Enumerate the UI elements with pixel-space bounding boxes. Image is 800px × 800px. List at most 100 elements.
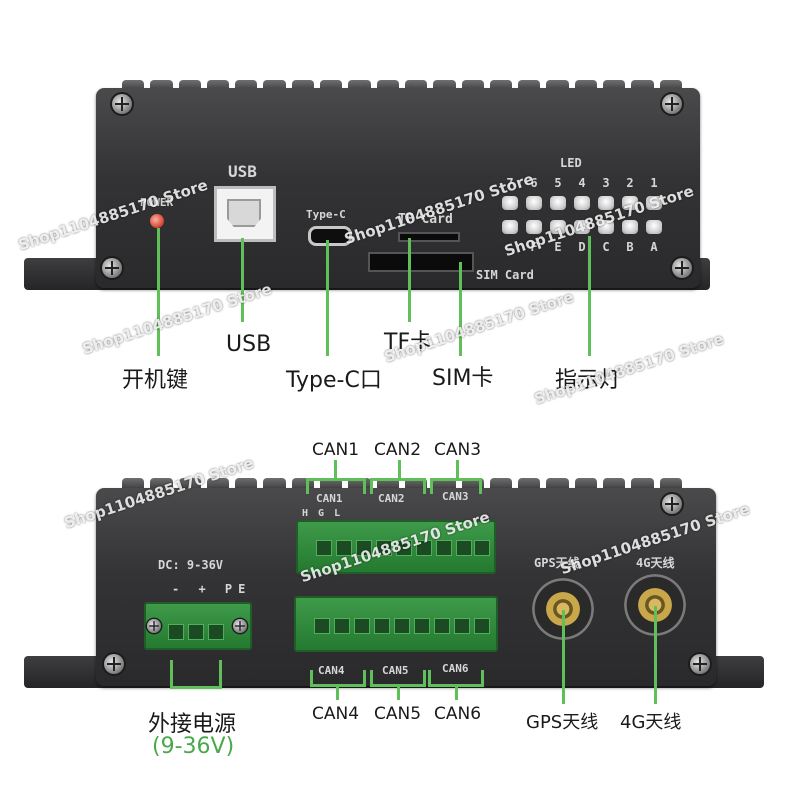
label-can4: CAN4 <box>312 704 360 724</box>
label-can1: CAN1 <box>312 440 360 460</box>
bracket-can5 <box>370 670 373 686</box>
screw-icon <box>662 94 682 114</box>
typec-silk: Type-C <box>306 208 346 221</box>
led-letter: F <box>530 240 538 254</box>
dc-power-terminal[interactable] <box>144 602 252 650</box>
led-indicator <box>622 220 638 234</box>
bracket-can4 <box>336 686 339 700</box>
bracket-can3 <box>430 478 433 494</box>
bracket-can2 <box>423 478 426 494</box>
bracket-can1 <box>363 478 366 494</box>
led-number: 3 <box>602 176 610 190</box>
led-letter: B <box>626 240 634 254</box>
tf-card-slot[interactable] <box>398 232 460 242</box>
screw-icon <box>672 258 692 278</box>
bracket-can2 <box>398 460 401 478</box>
power-button[interactable] <box>150 214 164 228</box>
bracket-can3 <box>430 478 482 481</box>
label-sim: SIM卡 <box>432 366 494 391</box>
led-number: 2 <box>626 176 634 190</box>
led-indicator <box>526 196 542 210</box>
led-indicator <box>598 220 614 234</box>
usb-silk: USB <box>228 162 257 181</box>
led-number-row: 7 6 5 4 3 2 1 <box>502 176 662 190</box>
led-letter: A <box>650 240 658 254</box>
leader-line <box>459 262 462 356</box>
label-led: 指示灯 <box>555 368 622 393</box>
bracket-can1 <box>334 460 337 478</box>
bracket-can1 <box>306 478 309 494</box>
sim-card-slot[interactable] <box>368 252 474 272</box>
bracket-can6 <box>428 684 484 687</box>
label-tf: TF卡 <box>384 330 433 355</box>
label-power-key: 开机键 <box>122 368 189 393</box>
bracket-can4 <box>310 670 313 686</box>
bracket-can4 <box>310 684 366 687</box>
bracket-power <box>170 660 173 688</box>
label-usb: USB <box>226 332 272 357</box>
can-terminal-top[interactable] <box>296 520 496 574</box>
led-letter: E <box>554 240 562 254</box>
led-indicator <box>574 196 590 210</box>
led-number: 4 <box>578 176 586 190</box>
bracket-can6 <box>481 670 484 686</box>
led-indicator <box>526 220 542 234</box>
bracket-can1 <box>306 478 366 481</box>
bracket-can6 <box>428 670 431 686</box>
screw-icon <box>112 94 132 114</box>
usb-port[interactable] <box>214 186 276 242</box>
led-number: 1 <box>650 176 658 190</box>
bracket-can3 <box>456 460 459 478</box>
label-can6: CAN6 <box>434 704 482 724</box>
can3-silk: CAN3 <box>442 490 469 503</box>
led-indicator <box>598 196 614 210</box>
leader-line <box>588 236 591 356</box>
bracket-can5 <box>370 684 426 687</box>
led-letter: C <box>602 240 610 254</box>
led-indicator <box>502 196 518 210</box>
dc-silk: DC: 9-36V <box>158 558 224 572</box>
gps-silk: GPS天线 <box>534 556 580 570</box>
bracket-can2 <box>370 478 426 481</box>
typec-port[interactable] <box>308 226 352 246</box>
led-number: 5 <box>554 176 562 190</box>
screw-icon <box>690 654 710 674</box>
bracket-can5 <box>423 670 426 686</box>
bracket-can2 <box>370 478 373 494</box>
label-can5: CAN5 <box>374 704 422 724</box>
bracket-power <box>219 660 222 688</box>
led-number: 7 <box>506 176 514 190</box>
can2-silk: CAN2 <box>378 492 405 505</box>
led-indicator <box>550 196 566 210</box>
leader-gps <box>562 610 565 704</box>
can5-silk: CAN5 <box>382 664 409 677</box>
bracket-power <box>170 686 222 689</box>
bracket-can5 <box>397 686 400 700</box>
led-indicator <box>646 220 662 234</box>
leader-line <box>241 238 244 322</box>
bracket-can3 <box>479 478 482 494</box>
led-indicator <box>646 196 662 210</box>
label-4g-antenna: 4G天线 <box>620 712 682 733</box>
led-indicator <box>574 220 590 234</box>
led-silk: LED <box>560 156 582 170</box>
bracket-can4 <box>363 670 366 686</box>
label-typec: Type-C口 <box>286 368 382 393</box>
label-gps-antenna: GPS天线 <box>526 712 599 733</box>
led-letter: D <box>578 240 586 254</box>
label-can2: CAN2 <box>374 440 422 460</box>
tf-silk: TF Card <box>398 212 453 227</box>
polarity-silk: - + PE <box>172 582 252 596</box>
sim-silk: SIM Card <box>476 268 534 282</box>
can-terminal-bottom[interactable] <box>294 596 498 652</box>
g4-silk: 4G天线 <box>636 556 675 570</box>
label-voltage: (9-36V) <box>152 734 235 759</box>
bracket-can6 <box>455 686 458 700</box>
label-can3: CAN3 <box>434 440 482 460</box>
screw-icon <box>662 494 682 514</box>
led-indicator <box>550 220 566 234</box>
can6-silk: CAN6 <box>442 662 469 675</box>
screw-icon <box>104 654 124 674</box>
leader-line <box>408 238 411 322</box>
hgl-silk: H G L <box>302 508 343 519</box>
